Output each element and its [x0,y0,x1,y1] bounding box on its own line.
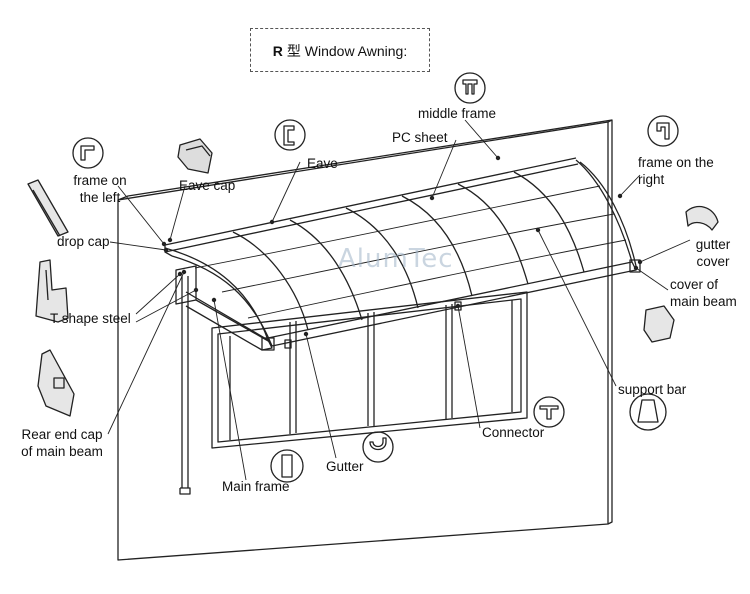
downpipe [179,276,191,495]
label-frame-on-the-right: frame on the right [638,154,714,188]
label-rear-end-cap-line2: of main beam [21,444,103,459]
label-t-shape-steel: T shape steel [50,311,131,326]
connectors [284,301,462,349]
support-bar-profile-icon [629,393,667,431]
label-gutter-cover: gutter cover [688,236,738,270]
t-shape-steel-part-icon [35,259,69,323]
label-frame-on-the-right-line2: right [638,172,665,187]
rear-end-cap-part-icon [37,349,75,417]
connector-profile-icon [533,396,565,428]
label-middle-frame: middle frame [418,106,497,121]
part-illustrations [27,138,719,417]
label-frame-on-the-left-line1: frame on [73,173,127,188]
label-main-frame: Main frame [222,479,290,494]
drop-cap-part-icon [27,179,69,237]
leader-lines [107,119,691,481]
frame-left-profile-icon [72,137,104,169]
gutter-profile-icon [362,431,394,463]
label-drop-cap: drop cap [57,234,110,249]
frame-right-profile-icon [647,115,679,147]
window [211,291,528,449]
label-gutter-cover-line2: cover [696,254,730,269]
eave-cap-part-icon [177,138,213,174]
leader-dots [161,155,643,337]
label-cover-of-main-beam: cover of main beam [670,276,737,310]
left-bracket [175,265,273,351]
label-gutter: Gutter [326,459,364,474]
gutter-cover-part-icon [685,205,719,231]
label-connector: Connector [482,425,545,440]
label-cover-of-main-beam-line2: main beam [670,294,737,309]
watermark: AlumTec [338,244,454,274]
label-frame-on-the-left-line2: the left [79,190,121,205]
label-cover-of-main-beam-line1: cover of [670,277,719,292]
label-frame-on-the-left: frame on the left [64,172,136,206]
middle-frame-profile-icon [454,72,486,104]
profile-icons [72,72,679,483]
label-support-bar: support bar [618,382,687,397]
label-rear-end-cap: Rear end cap of main beam [16,426,108,460]
label-gutter-cover-line1: gutter [695,237,731,252]
cover-main-beam-part-icon [643,305,675,343]
title-prefix: R [272,43,283,59]
main-frame-profile-icon [270,449,304,483]
eave-profile-icon [274,119,306,151]
label-pc-sheet: PC sheet [392,130,448,145]
label-frame-on-the-right-line1: frame on the [638,155,714,170]
label-eave-cap: Eave cap [179,178,236,193]
label-eave: Eave [307,156,338,171]
title-text: 型 Window Awning: [286,43,408,59]
label-rear-end-cap-line1: Rear end cap [21,427,103,442]
